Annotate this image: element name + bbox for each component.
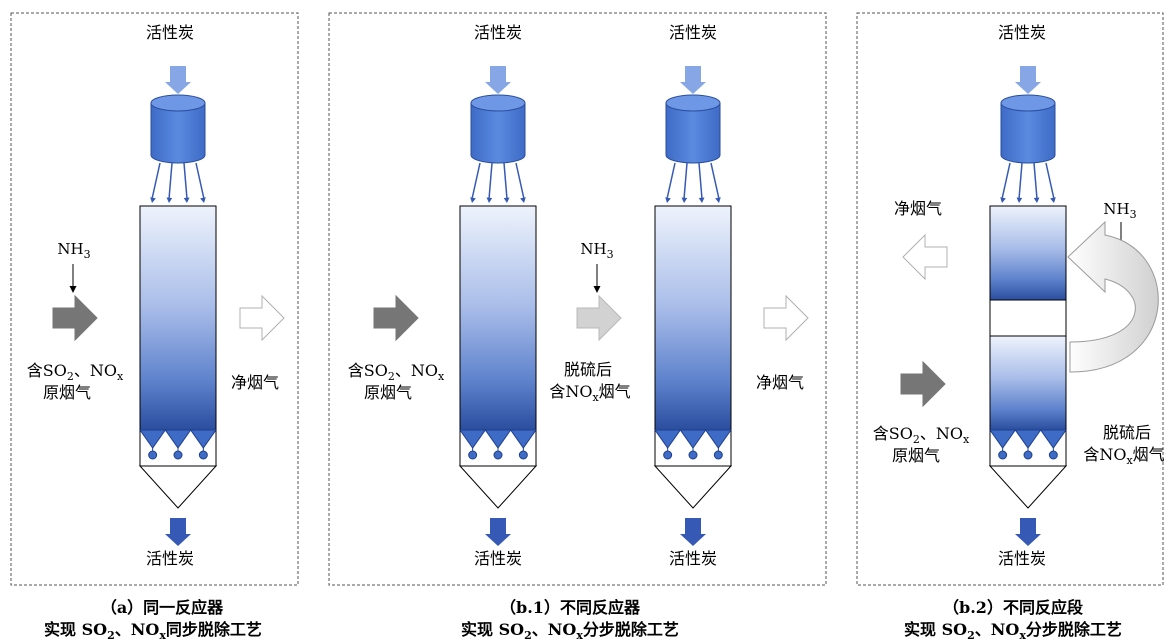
raw-gas-line1-a: 含SO2、NOx [26,361,124,384]
raw-gas-line2-b2: 原烟气 [891,446,941,465]
clean-gas-label-b1: 净烟气 [755,373,805,392]
reactor-b1-2-carbon-in-arrow [680,66,706,94]
reactor-b1-1-bed [459,205,537,431]
panel-a-frame [10,12,299,586]
reactor-b1-2-carbon-out-arrow [680,518,706,546]
nh3-arrow-a-head [69,286,77,293]
reactor-b1-2-distributor [653,429,733,509]
raw-gas-arrow-b2 [900,360,946,408]
mid-gas-arrow-b1 [576,294,622,342]
carbon-in-label-a: 活性炭 [145,23,195,42]
reactor-b1-1-carbon-in-arrow [485,66,511,94]
raw-gas-line1-b1: 含SO2、NOx [347,361,445,384]
reactor-b2-hopper [1000,94,1056,164]
reactor-b1-1-distributor [458,429,538,509]
reactor-b2-carbon-out-arrow [1015,518,1041,546]
bend-return-arrow [1067,220,1159,373]
reactor-b2-feed-lines [1000,162,1056,203]
nh3-label-b2: NH3 [1103,200,1137,221]
reactor-b2-bed-lower [989,335,1067,431]
clean-gas-label-a: 净烟气 [230,373,280,392]
caption1-b1: （b.1）不同反应器 [500,598,640,617]
raw-gas-line2-a: 原烟气 [42,383,92,402]
raw-gas-arrow-b1 [373,294,419,342]
reactor-b2-distributor [988,429,1068,509]
mid-gas-line1-b2: 脱硫后 [1102,423,1152,442]
reactor-a-distributor [138,429,218,509]
carbon-in-label-b2: 活性炭 [997,23,1047,42]
reactor-a-carbon-out-arrow [165,518,191,546]
mid-gas-line2-b1: 含NOx烟气 [549,382,631,405]
nh3-label-a: NH3 [57,240,91,261]
carbon-out-label-b2: 活性炭 [997,549,1047,568]
caption2-b2: 实现 SO2、NOx分步脱除工艺 [904,620,1122,642]
reactor-b2-bed-gap [989,299,1067,337]
caption2-b1: 实现 SO2、NOx分步脱除工艺 [461,620,679,642]
clean-gas-arrow-b2 [902,233,948,281]
panel-b2-frame [856,12,1164,586]
caption2-a: 实现 SO2、NOx同步脱除工艺 [44,620,262,642]
clean-gas-label-b2: 净烟气 [893,199,943,218]
reactor-b1-1-feed-lines [470,162,526,203]
mid-gas-line2-b2: 含NOx烟气 [1083,445,1165,468]
carbon-out-label-b1-2: 活性炭 [668,549,718,568]
raw-gas-line2-b1: 原烟气 [363,383,413,402]
reactor-b1-2-hopper [665,94,721,164]
carbon-in-label-b1-2: 活性炭 [668,23,718,42]
mid-gas-line1-b1: 脱硫后 [563,360,613,379]
reactor-a-carbon-in-arrow [165,66,191,94]
reactor-b1-1-carbon-out-arrow [485,518,511,546]
raw-gas-arrow-a [52,294,98,342]
reactor-b1-1-hopper [470,94,526,164]
clean-gas-arrow-a [239,294,285,342]
reactor-a-hopper [150,94,206,164]
reactor-a-bed [139,205,217,431]
reactor-a-feed-lines [150,162,206,203]
carbon-in-label-b1-1: 活性炭 [473,23,523,42]
carbon-out-label-b1-1: 活性炭 [473,549,523,568]
reactor-b1-2-feed-lines [665,162,721,203]
raw-gas-line1-b2: 含SO2、NOx [872,424,970,447]
reactor-b2-carbon-in-arrow [1015,66,1041,94]
panel-b1-frame [328,12,827,586]
reactor-b2-bed-upper [989,205,1067,301]
clean-gas-arrow-b1 [763,294,809,342]
nh3-arrow-b1-head [593,286,601,293]
caption1-a: （a）同一反应器 [100,598,224,617]
reactor-b1-2-bed [654,205,732,431]
carbon-out-label-a: 活性炭 [145,549,195,568]
caption1-b2: （b.2）不同反应段 [943,598,1083,617]
nh3-label-b1: NH3 [580,240,614,261]
